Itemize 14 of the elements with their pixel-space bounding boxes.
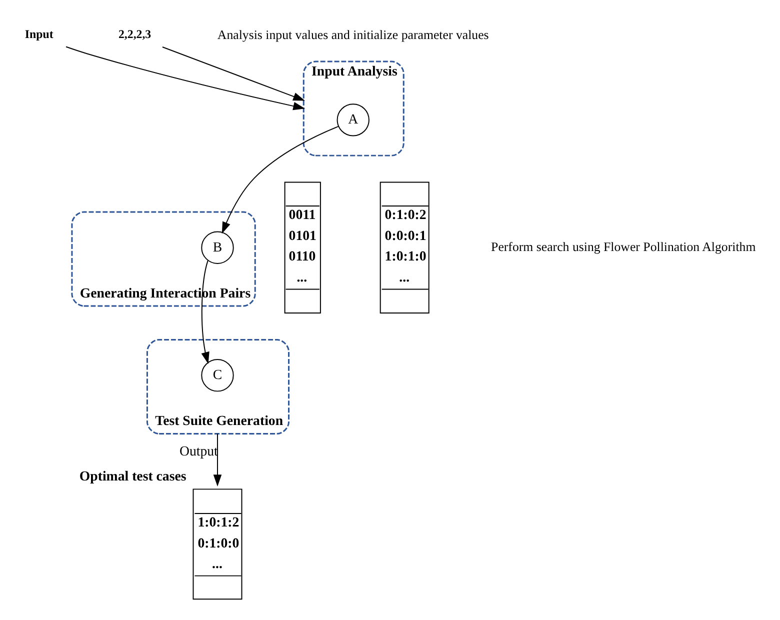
- node-text: Input: [24, 26, 54, 40]
- arrow: [222, 125, 339, 234]
- node-circle: A: [336, 103, 370, 136]
- arrow: [213, 432, 222, 486]
- node-circle: B: [201, 230, 234, 264]
- arrow: [162, 46, 306, 100]
- arrow: [201, 260, 210, 364]
- node-circle: C: [201, 358, 234, 392]
- arrow: [66, 46, 306, 110]
- label: Analysis input values and initialize parameter values: [217, 28, 489, 42]
- node-text: 2,2,2,3: [118, 26, 152, 40]
- label: Perform search using Flower Pollination Algorithm: [491, 240, 756, 254]
- node-label: Optimal test cases: [79, 468, 186, 483]
- edge-label: Output: [179, 442, 218, 458]
